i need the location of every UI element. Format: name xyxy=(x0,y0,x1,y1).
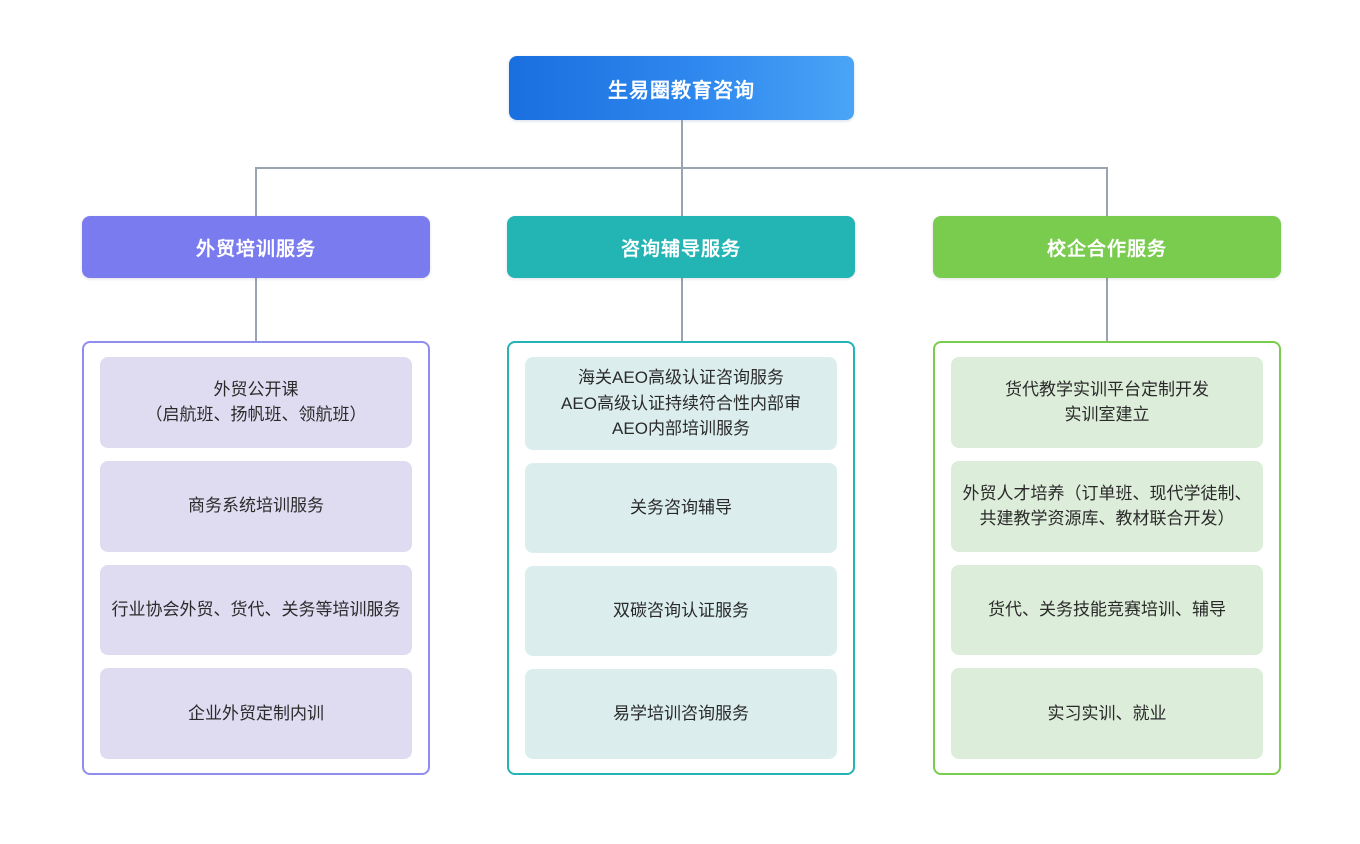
service-card[interactable]: 货代教学实训平台定制开发 实训室建立 xyxy=(951,357,1263,448)
category-header-foreign-trade-training[interactable]: 外贸培训服务 xyxy=(82,216,430,278)
items-container-school-enterprise-cooperation: 货代教学实训平台定制开发 实训室建立 外贸人才培养（订单班、现代学徒制、共建教学… xyxy=(933,341,1281,775)
service-card[interactable]: 关务咨询辅导 xyxy=(525,462,837,553)
connector-drop-col-3 xyxy=(1106,167,1108,217)
service-card[interactable]: 商务系统培训服务 xyxy=(100,460,412,552)
connector-header-to-items-col-2 xyxy=(681,278,683,342)
category-header-consulting-tutoring[interactable]: 咨询辅导服务 xyxy=(507,216,855,278)
service-card[interactable]: 双碳咨询认证服务 xyxy=(525,565,837,656)
root-node-title: 生易圈教育咨询 xyxy=(608,79,755,102)
service-card[interactable]: 外贸公开课 （启航班、扬帆班、领航班） xyxy=(100,357,412,448)
connector-header-to-items-col-3 xyxy=(1106,278,1108,342)
service-card[interactable]: 货代、关务技能竞赛培训、辅导 xyxy=(951,564,1263,656)
service-card[interactable]: 实习实训、就业 xyxy=(951,668,1263,759)
service-card[interactable]: 易学培训咨询服务 xyxy=(525,668,837,760)
connector-header-to-items-col-1 xyxy=(255,278,257,342)
service-card[interactable]: 企业外贸定制内训 xyxy=(100,668,412,759)
category-title: 外贸培训服务 xyxy=(195,238,316,260)
service-card[interactable]: 外贸人才培养（订单班、现代学徒制、共建教学资源库、教材联合开发） xyxy=(951,460,1263,552)
category-header-school-enterprise-cooperation[interactable]: 校企合作服务 xyxy=(933,216,1281,278)
root-node[interactable]: 生易圈教育咨询 xyxy=(509,56,854,120)
category-title: 校企合作服务 xyxy=(1046,238,1167,260)
service-card[interactable]: 行业协会外贸、货代、关务等培训服务 xyxy=(100,564,412,656)
category-title: 咨询辅导服务 xyxy=(620,238,741,260)
service-card[interactable]: 海关AEO高级认证咨询服务 AEO高级认证持续符合性内部审 AEO内部培训服务 xyxy=(525,357,837,450)
connector-drop-col-1 xyxy=(255,167,257,217)
items-container-consulting-tutoring: 海关AEO高级认证咨询服务 AEO高级认证持续符合性内部审 AEO内部培训服务 … xyxy=(507,341,855,775)
connector-root-down xyxy=(681,120,683,168)
connector-drop-col-2 xyxy=(681,167,683,217)
items-container-foreign-trade-training: 外贸公开课 （启航班、扬帆班、领航班） 商务系统培训服务 行业协会外贸、货代、关… xyxy=(82,341,430,775)
